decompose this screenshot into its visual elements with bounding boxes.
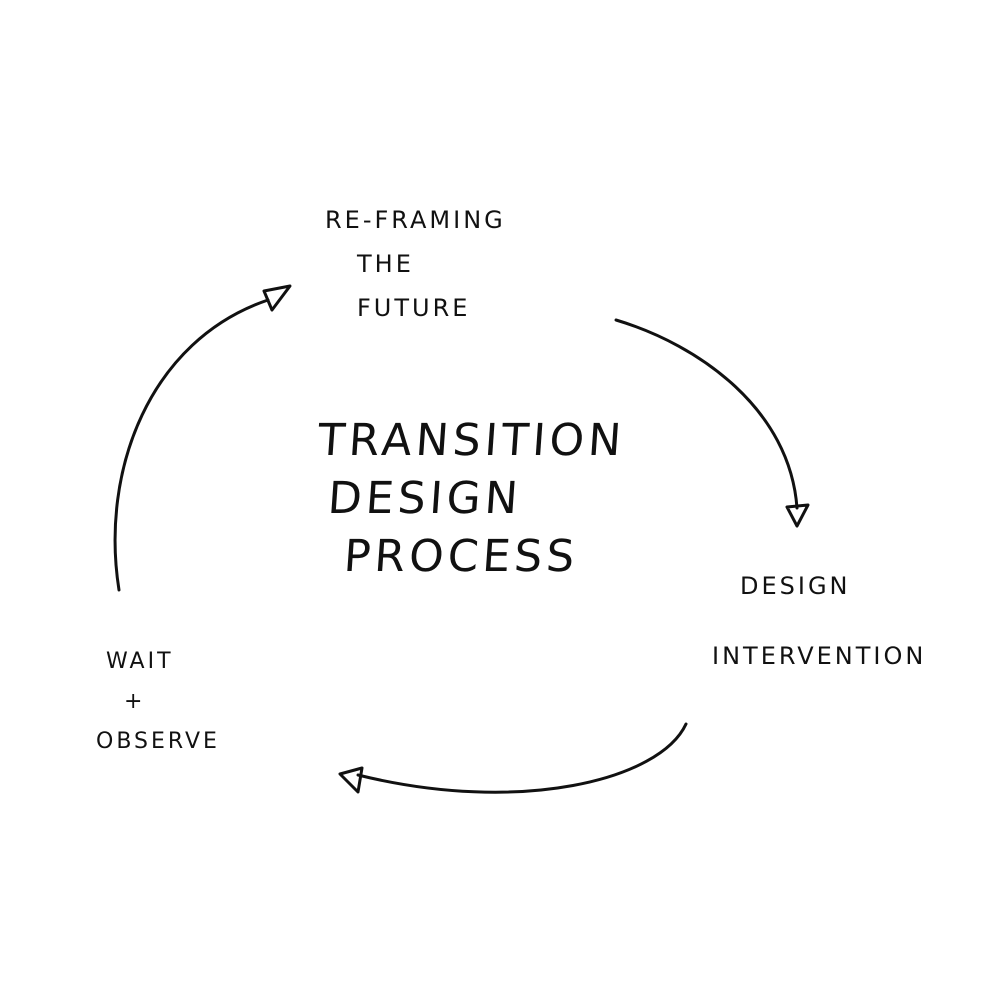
arrow-observe-to-reframing [113,298,270,592]
node-intervention-line-1: DESIGN [740,572,851,600]
arrowhead-down-icon [785,503,810,528]
arrow-reframing-to-intervention [614,318,799,510]
node-wait-and-observe: WAIT + OBSERVE [96,642,220,762]
center-title-line-1: TRANSITION [316,415,627,466]
arrowhead-up-right-icon [262,284,292,312]
node-intervention-line-2: INTERVENTION [712,642,927,670]
node-reframing-line-1: RE-FRAMING [325,206,506,234]
center-title: TRANSITION DESIGN PROCESS [316,412,627,586]
center-title-line-3: PROCESS [342,531,580,582]
node-observe-line-3: OBSERVE [96,729,220,754]
node-design-intervention: DESIGN INTERVENTION [712,551,926,691]
arrow-intervention-to-observe [356,722,688,794]
node-reframing-line-2: THE [357,250,414,278]
node-reframing-line-3: FUTURE [357,294,471,322]
center-title-line-2: DESIGN [326,473,524,524]
node-reframing-the-future: RE-FRAMING THE FUTURE [325,198,506,330]
arrowhead-left-icon [338,766,364,794]
node-observe-line-2: + [124,689,146,714]
node-observe-line-1: WAIT [106,649,174,674]
